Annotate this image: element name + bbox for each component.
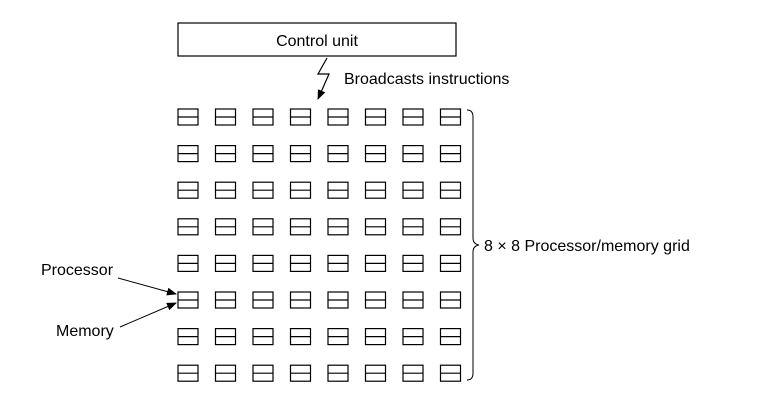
processor-memory-cell <box>439 181 462 199</box>
processor-memory-cell <box>402 145 424 163</box>
processor-memory-cell <box>402 254 424 272</box>
processor-memory-cell <box>364 254 387 272</box>
processor-memory-cell <box>214 291 237 309</box>
curly-brace-icon <box>466 109 480 381</box>
processor-memory-cell <box>364 145 387 163</box>
processor-memory-cell <box>214 181 237 199</box>
processor-memory-cell <box>252 254 274 272</box>
memory-callout: Memory <box>56 302 177 340</box>
processor-memory-cell <box>214 218 237 236</box>
processor-memory-cell <box>177 291 199 309</box>
control-unit-label: Control unit <box>276 33 358 50</box>
memory-label: Memory <box>56 323 114 340</box>
processor-memory-cell <box>214 108 237 126</box>
processor-memory-cell <box>439 145 462 163</box>
processor-memory-cell <box>327 328 349 346</box>
processor-memory-cell <box>364 328 387 346</box>
processor-memory-grid <box>177 108 462 382</box>
processor-memory-cell <box>214 254 237 272</box>
processor-memory-cell <box>177 145 199 163</box>
processor-memory-cell <box>177 364 199 382</box>
processor-memory-cell <box>252 364 274 382</box>
processor-memory-cell <box>402 291 424 309</box>
processor-memory-cell <box>439 254 462 272</box>
control-unit: Control unit <box>177 22 457 57</box>
processor-memory-cell <box>364 364 387 382</box>
processor-memory-cell <box>439 218 462 236</box>
processor-memory-cell <box>177 181 199 199</box>
processor-memory-cell <box>327 181 349 199</box>
processor-memory-cell <box>327 218 349 236</box>
processor-memory-cell <box>289 145 312 163</box>
processor-memory-cell <box>364 291 387 309</box>
processor-memory-cell <box>402 218 424 236</box>
lightning-bolt-icon <box>316 57 330 100</box>
processor-memory-cell <box>252 181 274 199</box>
processor-memory-cell <box>177 218 199 236</box>
processor-memory-cell <box>327 108 349 126</box>
processor-memory-cell <box>252 145 274 163</box>
grid-brace: 8 × 8 Processor/memory grid <box>466 109 690 381</box>
grid-label: 8 × 8 Processor/memory grid <box>484 238 690 255</box>
broadcast-label: Broadcasts instructions <box>344 71 509 88</box>
processor-memory-cell <box>289 254 312 272</box>
processor-memory-cell <box>252 328 274 346</box>
processor-memory-cell <box>402 364 424 382</box>
processor-label: Processor <box>41 262 114 279</box>
control-unit-box <box>177 22 457 57</box>
processor-memory-cell <box>439 364 462 382</box>
processor-callout: Processor <box>41 262 177 296</box>
processor-memory-cell <box>289 364 312 382</box>
processor-memory-cell <box>289 291 312 309</box>
processor-memory-cell <box>439 328 462 346</box>
processor-memory-cell <box>177 328 199 346</box>
processor-memory-cell <box>327 145 349 163</box>
processor-memory-cell <box>214 145 237 163</box>
processor-memory-cell <box>252 108 274 126</box>
processor-memory-cell <box>402 108 424 126</box>
broadcast-arrow: Broadcasts instructions <box>316 57 509 100</box>
processor-memory-cell <box>439 291 462 309</box>
processor-memory-cell <box>177 254 199 272</box>
processor-memory-cell <box>289 108 312 126</box>
memory-arrow <box>119 302 177 328</box>
processor-memory-cell <box>252 291 274 309</box>
processor-memory-cell <box>289 218 312 236</box>
processor-memory-cell <box>214 364 237 382</box>
processor-memory-cell <box>402 328 424 346</box>
processor-arrow <box>117 277 177 296</box>
processor-memory-cell <box>402 181 424 199</box>
processor-memory-cell <box>364 218 387 236</box>
processor-memory-cell <box>177 108 199 126</box>
processor-memory-cell <box>364 108 387 126</box>
processor-memory-cell <box>289 181 312 199</box>
processor-memory-cell <box>439 108 462 126</box>
processor-memory-cell <box>327 364 349 382</box>
processor-memory-cell <box>289 328 312 346</box>
processor-memory-cell <box>327 291 349 309</box>
processor-memory-cell <box>214 328 237 346</box>
processor-memory-cell <box>327 254 349 272</box>
processor-memory-cell <box>252 218 274 236</box>
processor-memory-cell <box>364 181 387 199</box>
